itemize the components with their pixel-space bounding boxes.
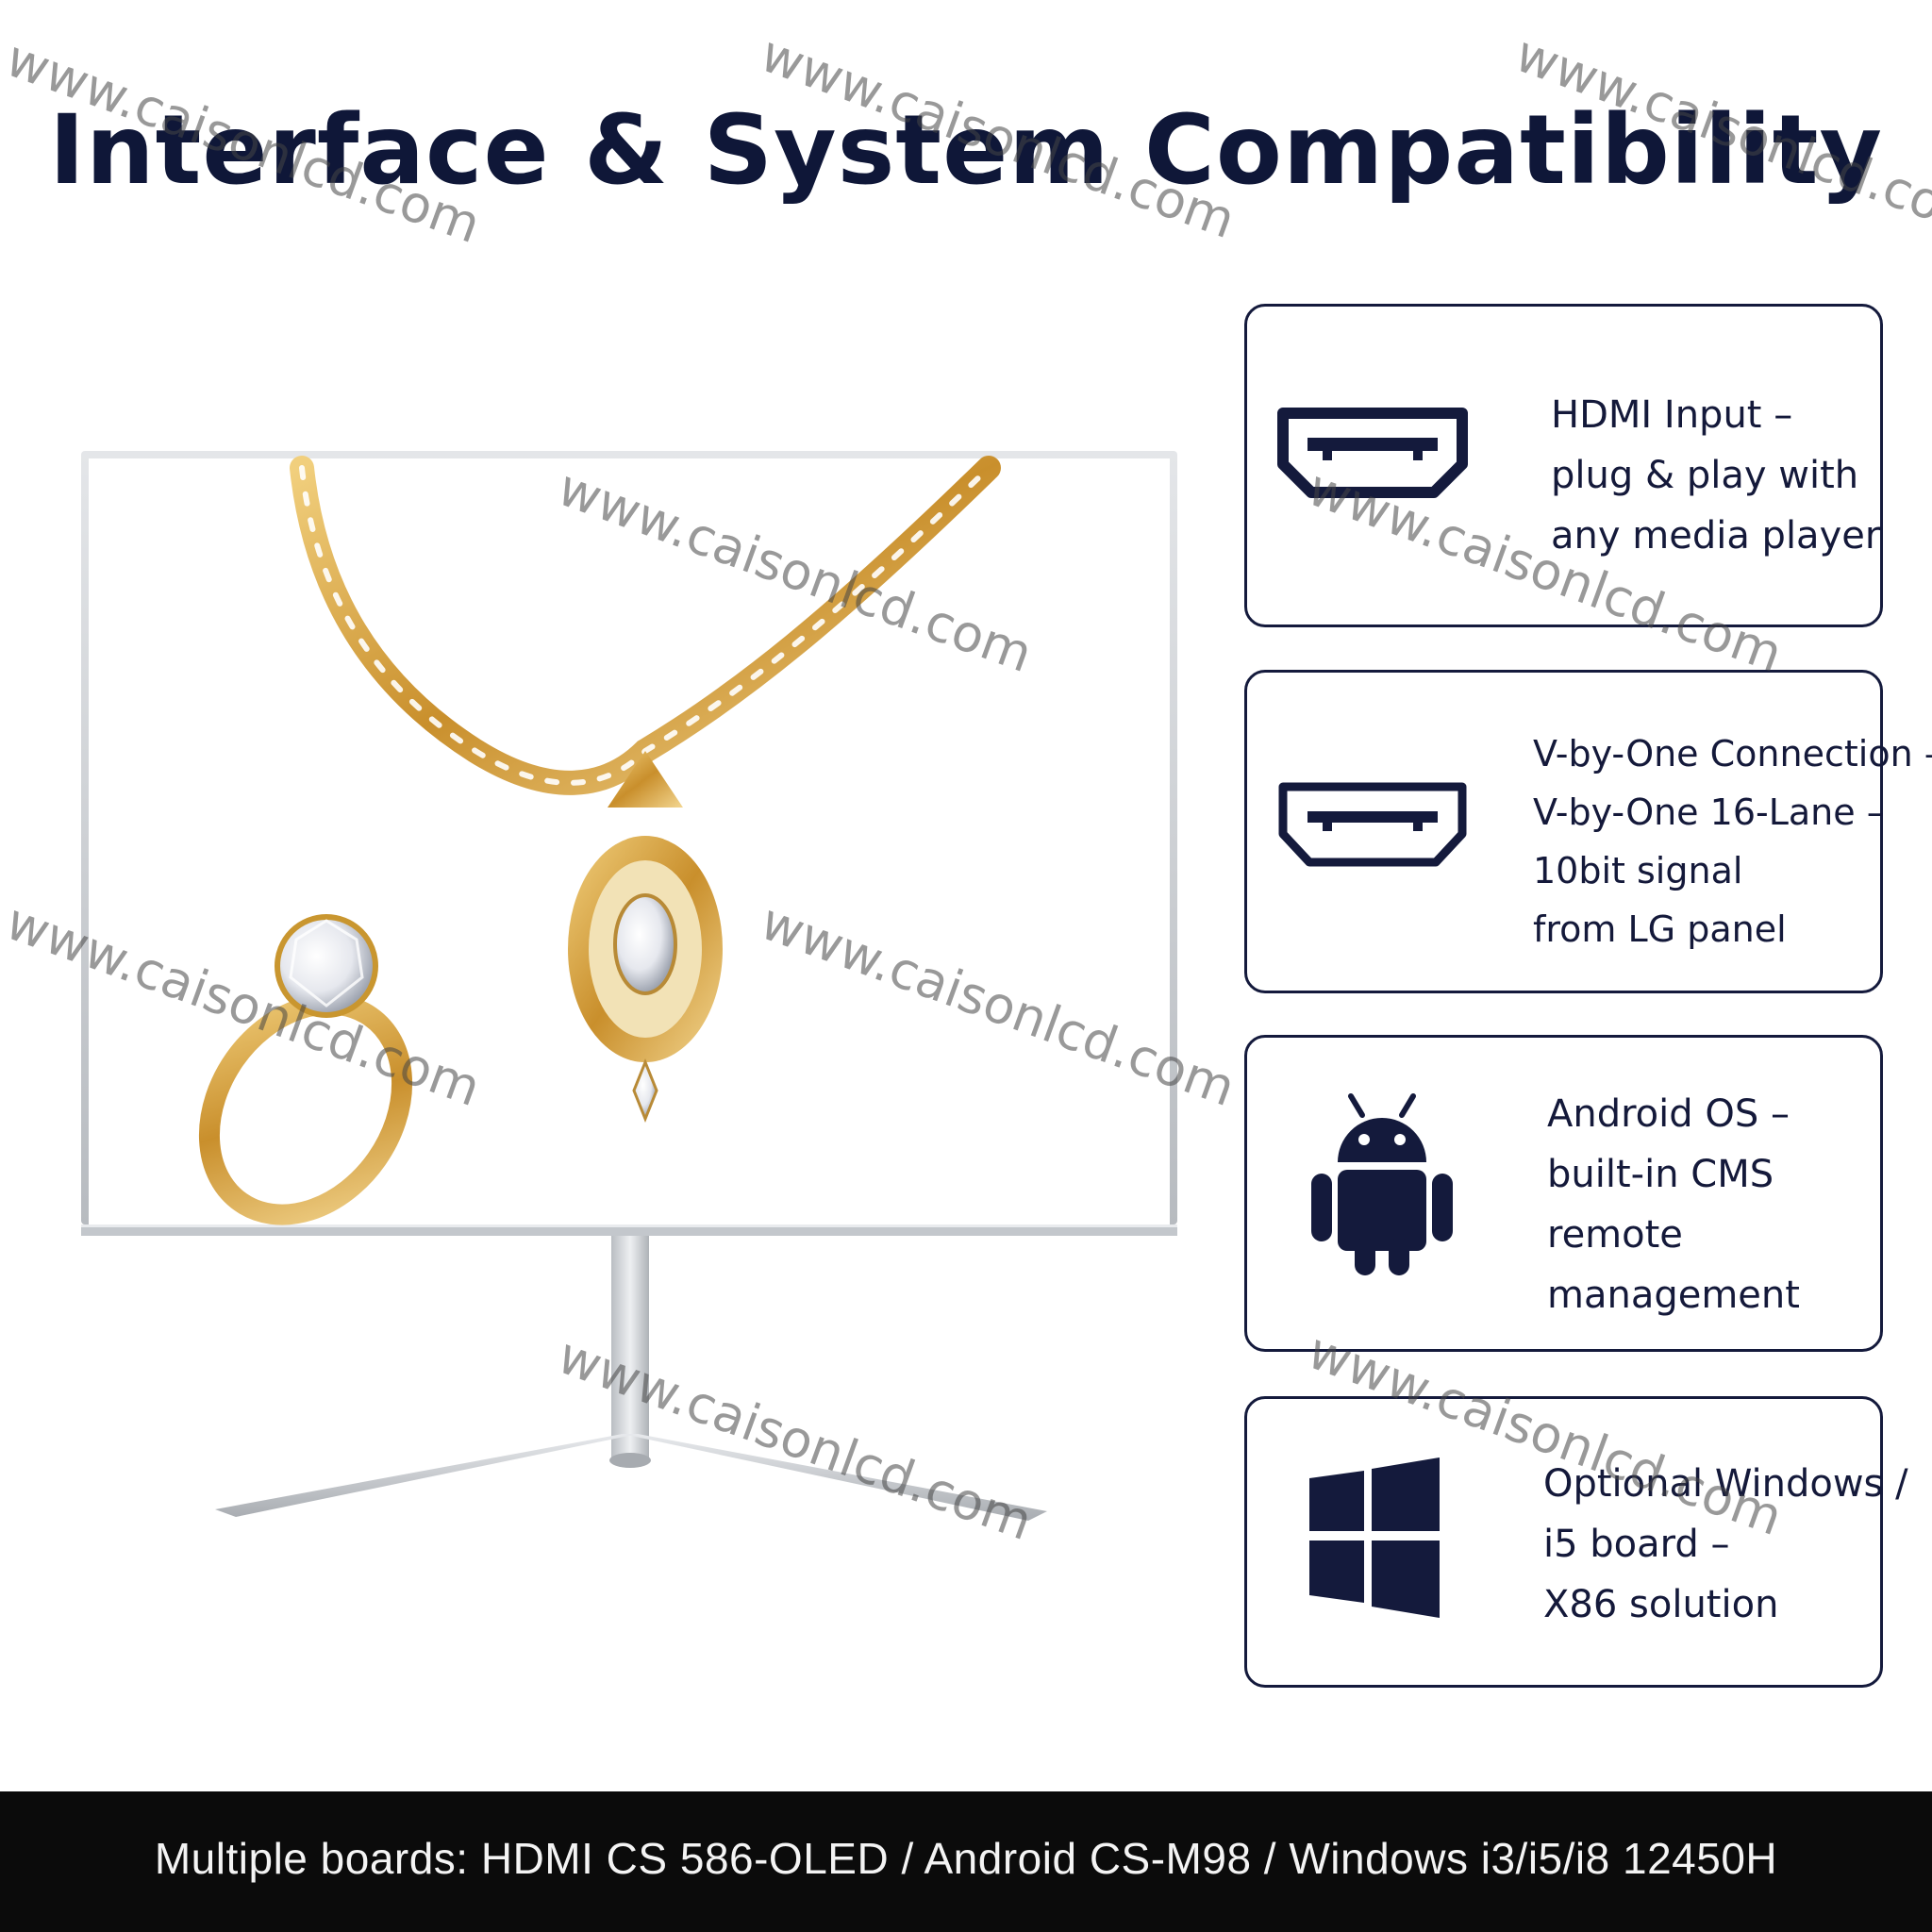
feature-line: V-by-One Connection – bbox=[1533, 733, 1932, 774]
page-title: Interface & System Compatibility bbox=[49, 94, 1883, 207]
hdmi-port-icon bbox=[1277, 408, 1468, 498]
feature-line: remote bbox=[1547, 1213, 1683, 1257]
feature-line: X86 solution bbox=[1543, 1583, 1779, 1626]
feature-line: any media player bbox=[1551, 514, 1881, 558]
feature-line: Optional Windows / bbox=[1543, 1462, 1908, 1506]
feature-text-vbyone: V-by-One Connection – V-by-One 16-Lane –… bbox=[1533, 724, 1932, 958]
feature-text-hdmi: HDMI Input – plug & play with any media … bbox=[1551, 385, 1880, 566]
feature-line: management bbox=[1547, 1274, 1800, 1317]
feature-line: HDMI Input – bbox=[1551, 393, 1793, 437]
monitor-stand bbox=[215, 1264, 1047, 1521]
feature-line: V-by-One 16-Lane – bbox=[1533, 791, 1885, 833]
feature-line: plug & play with bbox=[1551, 454, 1859, 497]
monitor-illustration bbox=[79, 449, 1179, 1268]
feature-line: from LG panel bbox=[1533, 908, 1787, 950]
vbyone-port-icon bbox=[1278, 782, 1467, 867]
footer-text: Multiple boards: HDMI CS 586-OLED / Andr… bbox=[154, 1834, 1778, 1883]
feature-text-windows: Optional Windows / i5 board – X86 soluti… bbox=[1543, 1454, 1908, 1635]
feature-line: i5 board – bbox=[1543, 1523, 1730, 1566]
feature-text-android: Android OS – built-in CMS remote managem… bbox=[1547, 1084, 1800, 1325]
feature-card-android: Android OS – built-in CMS remote managem… bbox=[1244, 1035, 1883, 1352]
feature-card-hdmi: HDMI Input – plug & play with any media … bbox=[1244, 304, 1883, 627]
feature-line: Android OS – bbox=[1547, 1092, 1790, 1136]
feature-line: 10bit signal bbox=[1533, 850, 1743, 891]
feature-line: built-in CMS bbox=[1547, 1153, 1774, 1196]
feature-card-vbyone: V-by-One Connection – V-by-One 16-Lane –… bbox=[1244, 670, 1932, 993]
windows-icon bbox=[1309, 1457, 1440, 1618]
footer-bar: Multiple boards: HDMI CS 586-OLED / Andr… bbox=[0, 1791, 1932, 1932]
android-icon bbox=[1311, 1093, 1453, 1275]
feature-card-windows: Optional Windows / i5 board – X86 soluti… bbox=[1244, 1396, 1908, 1688]
